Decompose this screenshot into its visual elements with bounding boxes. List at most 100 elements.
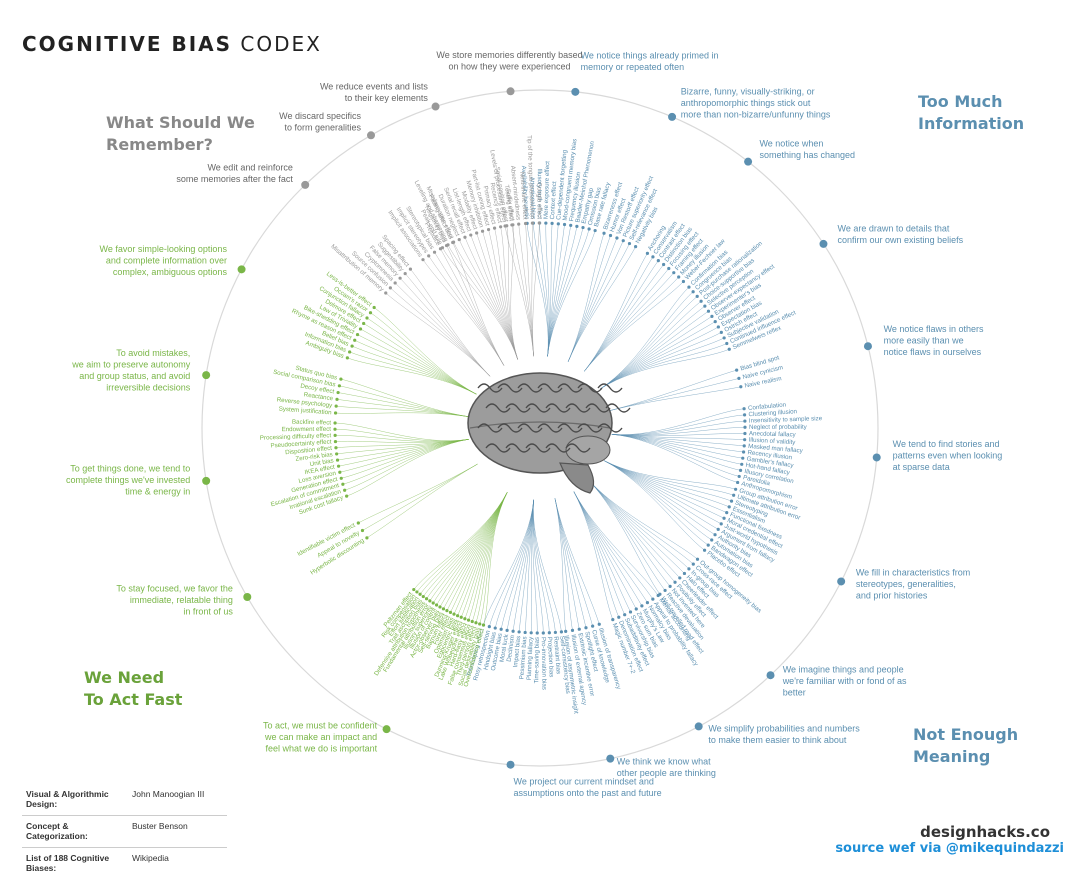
leaf-dot [356, 521, 360, 525]
branch-line [609, 386, 741, 411]
category-dot [744, 157, 753, 166]
category-dot [506, 87, 515, 96]
category-dot [431, 102, 440, 111]
branch-line [366, 317, 477, 395]
branch-line [358, 463, 478, 524]
branch-line [346, 439, 469, 497]
branch-line [611, 408, 745, 435]
branch-line [611, 434, 738, 483]
leaf-dot [345, 494, 349, 498]
branch-line [399, 277, 491, 377]
leaf-dot [577, 627, 581, 631]
leaf-dot [699, 299, 703, 303]
category-dot [367, 131, 375, 140]
leaf-dot [719, 522, 723, 526]
leaf-dot [591, 624, 595, 628]
leaf-dot [743, 419, 747, 423]
leaf-dot [470, 619, 474, 624]
source-credit: source wef via @mikequindazzi [835, 841, 1064, 856]
leaf-dot [474, 621, 478, 625]
branch-line [366, 463, 478, 539]
bias-label: Reactance [303, 391, 334, 402]
leaf-dot [742, 413, 747, 417]
leaf-dot [478, 622, 482, 626]
leaf-dot [445, 609, 449, 613]
bias-label: Anecdotal fallacy [749, 430, 797, 438]
leaf-dot [667, 266, 671, 271]
leaf-dot [584, 626, 588, 630]
branch-line [600, 291, 694, 389]
leaf-dot [475, 231, 479, 235]
bias-label: Pseudocertainty effect [270, 438, 332, 449]
branch-line [440, 248, 505, 366]
bias-label: Zero-risk bias [295, 451, 333, 463]
leaf-dot [448, 610, 453, 615]
leaf-dot [677, 275, 681, 279]
bias-label: Tip of the tongue phenomenon [526, 135, 536, 220]
branch-line [416, 492, 508, 593]
leaf-dot [335, 452, 339, 456]
bias-label: Google effect [536, 182, 543, 219]
leaf-dot [608, 233, 613, 238]
leaf-dot [486, 227, 491, 232]
leaf-dot [336, 464, 341, 468]
leaf-dot [687, 285, 691, 289]
leaf-dot [737, 376, 741, 381]
branch-line [609, 369, 737, 411]
leaf-dot [480, 229, 485, 233]
branch-line [410, 268, 491, 377]
leaf-dot [739, 385, 743, 389]
leaf-dot [570, 628, 575, 633]
branch-line [600, 286, 690, 389]
branch-line [432, 492, 508, 604]
branch-line [573, 491, 659, 596]
leaf-dot [337, 384, 341, 388]
branch-line [525, 223, 534, 357]
branch-line [351, 345, 477, 395]
leaf-dot [702, 548, 707, 552]
brand-label: designhacks.co [920, 823, 1050, 841]
branch-line [532, 499, 550, 633]
bias-label: Availability heuristic [520, 165, 530, 219]
leaf-dot [710, 314, 714, 318]
branch-line [335, 428, 469, 442]
leaf-dot [481, 623, 486, 627]
category-dot [872, 453, 881, 462]
credit-row: Visual & Algorithmic Design:John Manoogi… [22, 784, 227, 816]
branch-line [547, 230, 596, 357]
leaf-dot [735, 368, 739, 372]
leaf-dot [353, 338, 357, 342]
credits-table: Visual & Algorithmic Design:John Manoogi… [22, 784, 227, 879]
leaf-dot [428, 599, 432, 603]
leaf-dot [706, 543, 710, 547]
branch-line [584, 281, 684, 372]
branch-line [600, 296, 698, 389]
bias-label: Context effect [549, 181, 558, 220]
category-dot [506, 760, 515, 769]
bias-label: Suffix effect [505, 189, 516, 222]
category-dot [837, 577, 846, 586]
branch-line [476, 232, 518, 360]
bias-label: Mere exposure effect [543, 161, 552, 219]
branch-line [588, 480, 698, 560]
branch-line [600, 316, 713, 389]
branch-line [600, 348, 730, 389]
leaf-dot [438, 605, 442, 609]
leaf-dot [713, 533, 717, 537]
leaf-dot [725, 511, 729, 515]
leaf-dot [743, 438, 747, 442]
leaf-dot [559, 630, 564, 634]
